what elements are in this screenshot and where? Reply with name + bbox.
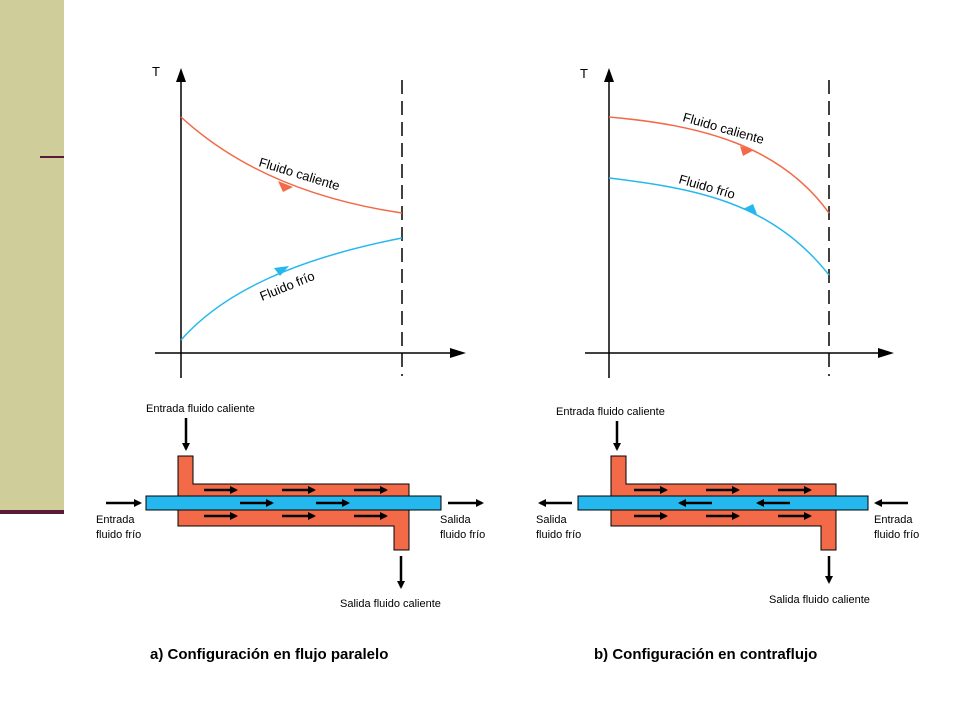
cold-inlet-label-line1: Entrada fluido frío (96, 514, 141, 541)
label-line-2: fluido frío (440, 529, 485, 541)
label-line-1: Entrada (96, 514, 135, 526)
hot-fluid-label: Fluido caliente (681, 109, 766, 147)
sidebar-band (0, 0, 64, 510)
x-axis-arrow-icon (450, 348, 466, 358)
cold-fluid-curve (608, 177, 830, 276)
label-line-2: fluido frío (96, 529, 141, 541)
cold-outlet-label: Salida fluido frío (536, 514, 581, 541)
cold-fluid-label: Fluido frío (677, 171, 737, 201)
x-axis-arrow-icon (878, 348, 894, 358)
panel-parallel: T Fluido caliente Fluido frío Entrada fl… (96, 64, 485, 663)
hot-outlet-label: Salida fluido caliente (769, 594, 870, 606)
cold-flow-arrow-icon (743, 204, 757, 214)
hot-fluid-curve (608, 116, 830, 214)
caption-counterflow: b) Configuración en contraflujo (594, 646, 817, 663)
y-axis-arrow-icon (176, 68, 186, 82)
y-axis-arrow-icon (604, 68, 614, 82)
hot-flow-arrow-icon (278, 181, 293, 192)
label-line-2: fluido frío (536, 529, 581, 541)
axis-label-t: T (152, 64, 160, 79)
sidebar-band-line (0, 510, 64, 514)
hot-flow-arrow-icon (740, 146, 754, 156)
label-line-1: Salida (536, 514, 567, 526)
cold-fluid-label: Fluido frío (258, 268, 317, 304)
axis-label-t: T (580, 66, 588, 81)
caption-parallel: a) Configuración en flujo paralelo (150, 646, 388, 663)
cold-flow-arrow-icon (274, 266, 289, 276)
label-line-2: fluido frío (874, 529, 919, 541)
cold-outlet-label: Salida fluido frío (440, 514, 485, 541)
hot-fluid-curve (180, 116, 403, 214)
cold-inlet-label: Entrada fluido frío (874, 514, 919, 541)
cold-fluid-curve (180, 237, 403, 341)
panel-counterflow: T Fluido caliente Fluido frío Entrada fl… (536, 66, 919, 663)
label-line-1: Salida (440, 514, 471, 526)
cold-tube (145, 495, 442, 511)
hot-inlet-label: Entrada fluido caliente (146, 403, 255, 415)
cold-tube (577, 495, 869, 511)
hot-inlet-label: Entrada fluido caliente (556, 406, 665, 418)
label-line-1: Entrada (874, 514, 913, 526)
sidebar-tick (40, 156, 64, 158)
hot-outlet-label: Salida fluido caliente (340, 598, 441, 610)
